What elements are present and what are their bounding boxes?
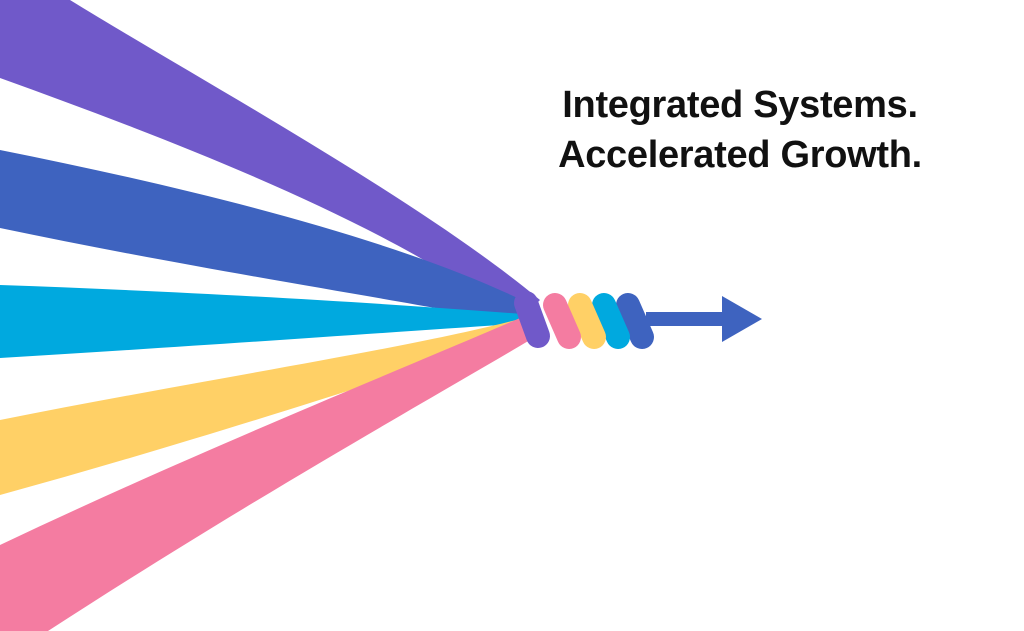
yellow-ribbon [0,320,520,495]
headline-line-1: Integrated Systems. [562,84,918,126]
cyan-ribbon [0,285,522,358]
purple-ribbon [0,0,540,322]
headline-line-2: Accelerated Growth. [558,134,922,176]
blue-ribbon [0,150,530,323]
headline: Integrated Systems. Accelerated Growth. [520,80,960,180]
braided-knot [514,291,654,349]
pink-ribbon [0,318,530,631]
arrow-right-icon [646,296,762,342]
